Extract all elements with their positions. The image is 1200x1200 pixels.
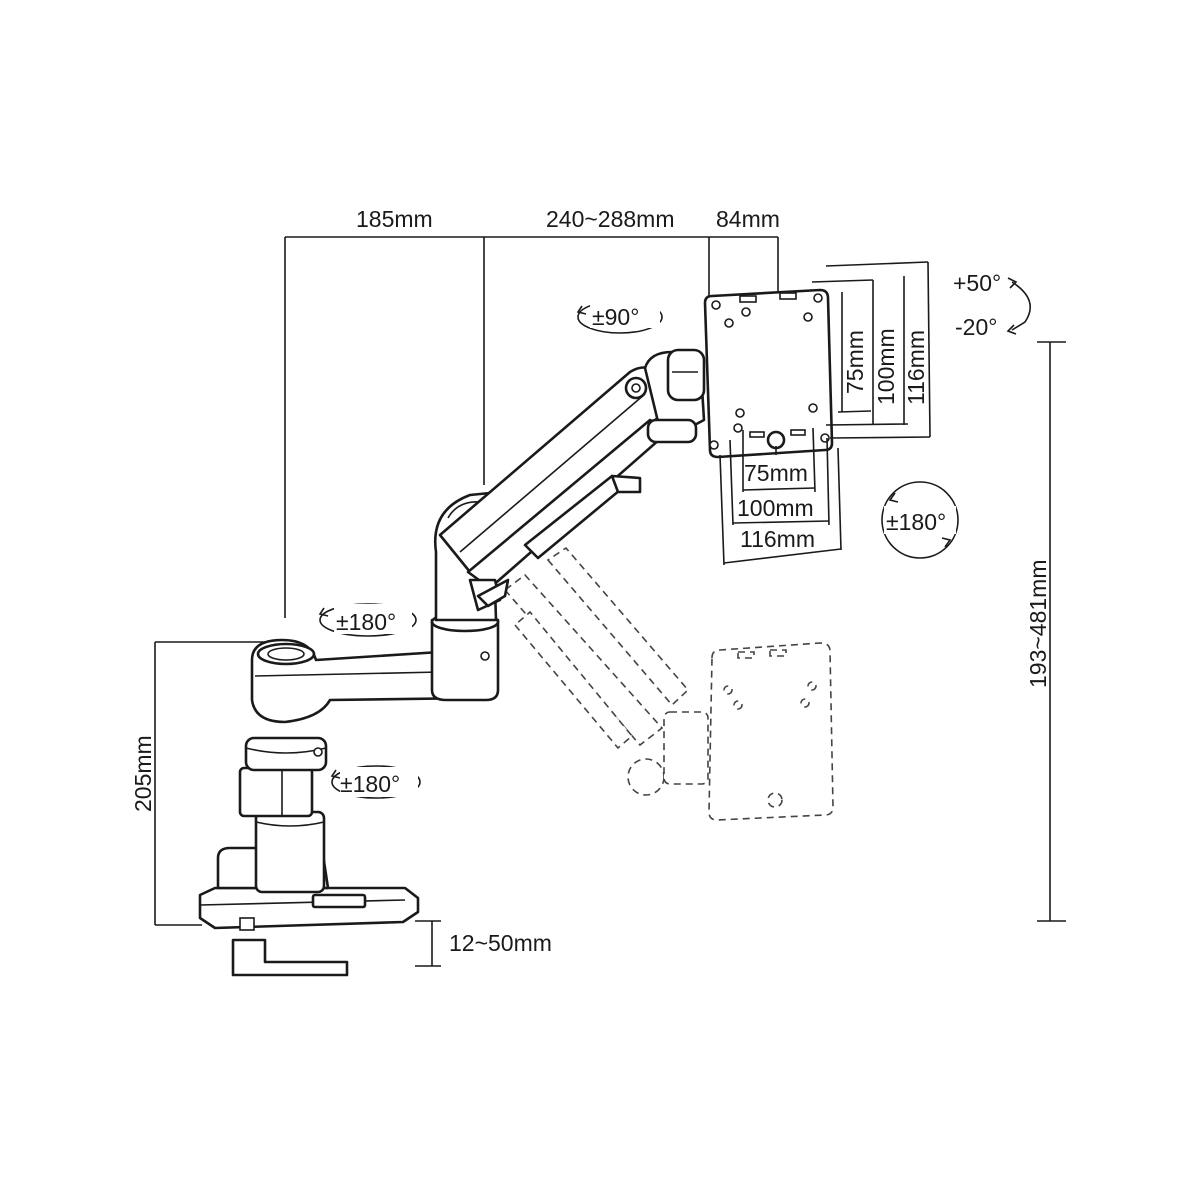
vertical-pole xyxy=(238,736,328,894)
dim-reach-base: 185mm xyxy=(356,206,433,232)
clamp-range-line xyxy=(415,920,441,967)
dim-vesa-v-100: 100mm xyxy=(873,328,899,405)
tilt-head xyxy=(643,348,706,444)
gas-spring-arm xyxy=(438,366,670,612)
dim-vesa-v-75: 75mm xyxy=(842,330,868,394)
vesa-horizontal-dims xyxy=(719,427,842,566)
pole-height-line xyxy=(154,641,282,926)
tilt-arrow-icon xyxy=(1011,281,1032,331)
dim-pole-height: 205mm xyxy=(130,735,156,812)
dim-height-range: 193~481mm xyxy=(1025,560,1051,689)
label-swivel-head: ±90° xyxy=(592,304,639,330)
dim-vesa-h-75: 75mm xyxy=(744,460,808,486)
dim-reach-arm: 240~288mm xyxy=(546,206,675,232)
label-screen-rotate: ±180° xyxy=(886,509,946,535)
label-base-joint: ±180° xyxy=(340,771,400,797)
label-tilt-down: -20° xyxy=(955,314,997,340)
vesa-plate xyxy=(703,288,834,459)
ghost-lowered-arm xyxy=(503,546,834,821)
dim-vesa-h-100: 100mm xyxy=(737,495,814,521)
top-dimension-lines xyxy=(284,236,779,618)
screen-rotation-icon xyxy=(881,481,959,559)
height-range-line xyxy=(1037,341,1066,922)
label-arm-joint: ±180° xyxy=(336,609,396,635)
label-tilt-up: +50° xyxy=(953,270,1001,296)
clamp-lock-icon xyxy=(239,917,255,931)
dim-plate-offset: 84mm xyxy=(716,206,780,232)
base-joint-rotation-icon xyxy=(331,765,421,799)
dim-vesa-h-116: 116mm xyxy=(740,526,815,552)
dim-clamp-range: 12~50mm xyxy=(449,930,552,956)
vesa-vertical-dims xyxy=(811,261,931,439)
dim-vesa-v-116: 116mm xyxy=(903,330,929,405)
